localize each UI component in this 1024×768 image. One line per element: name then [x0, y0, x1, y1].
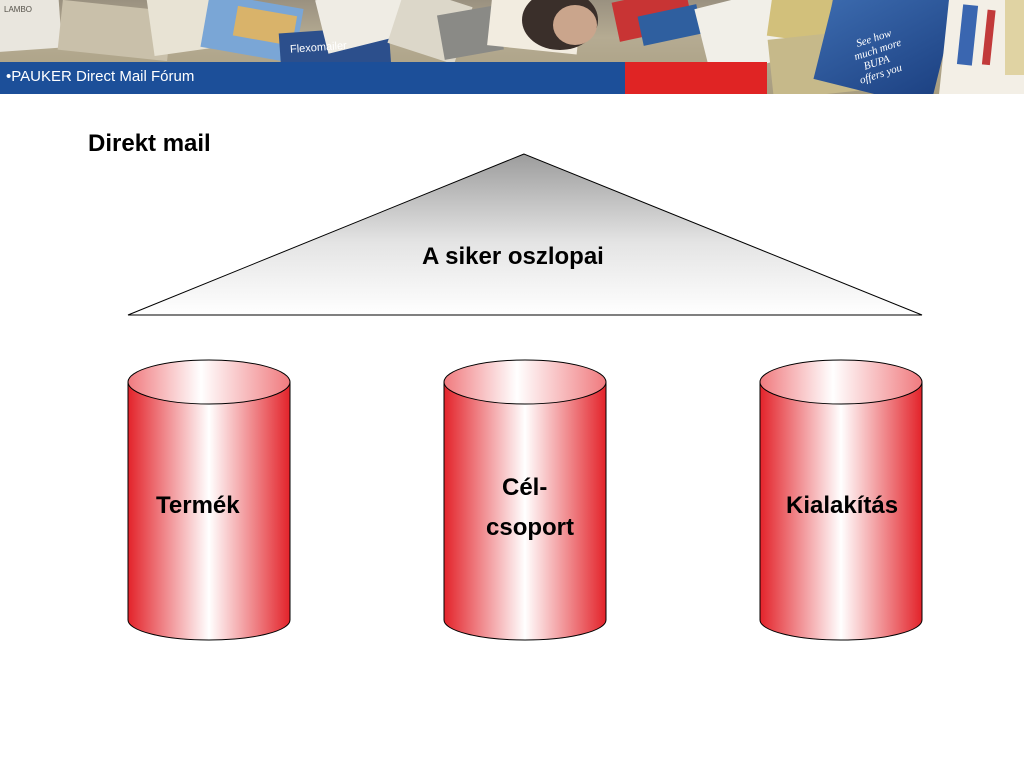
header-banner: LAMBO Flexomailer See how much more BUPA…: [0, 0, 1024, 94]
pillar-kialakitas: [759, 359, 923, 641]
pillar-label-termek: Termék: [156, 492, 240, 519]
pillar-label-kialakitas: Kialakítás: [786, 492, 899, 519]
header-red-bar: [625, 62, 767, 94]
pillar-celcsoport: [443, 359, 607, 641]
pillar-label-cel: Cél-: [502, 474, 548, 501]
slide-title: Direkt mail: [88, 130, 211, 157]
header-collage: LAMBO Flexomailer See how much more BUPA…: [0, 0, 1024, 94]
header-blue-bar: [0, 62, 625, 94]
pillar-label-csoport: csoport: [486, 514, 575, 541]
pillar-termek: [127, 359, 291, 641]
roof-label: A siker oszlopai: [422, 243, 604, 270]
collage-text-flexomailer: Flexomailer: [290, 40, 348, 56]
header-title: •PAUKER Direct Mail Fórum: [6, 68, 195, 85]
collage-text-lambo: LAMBO: [4, 5, 32, 14]
roof-triangle: [127, 153, 923, 316]
